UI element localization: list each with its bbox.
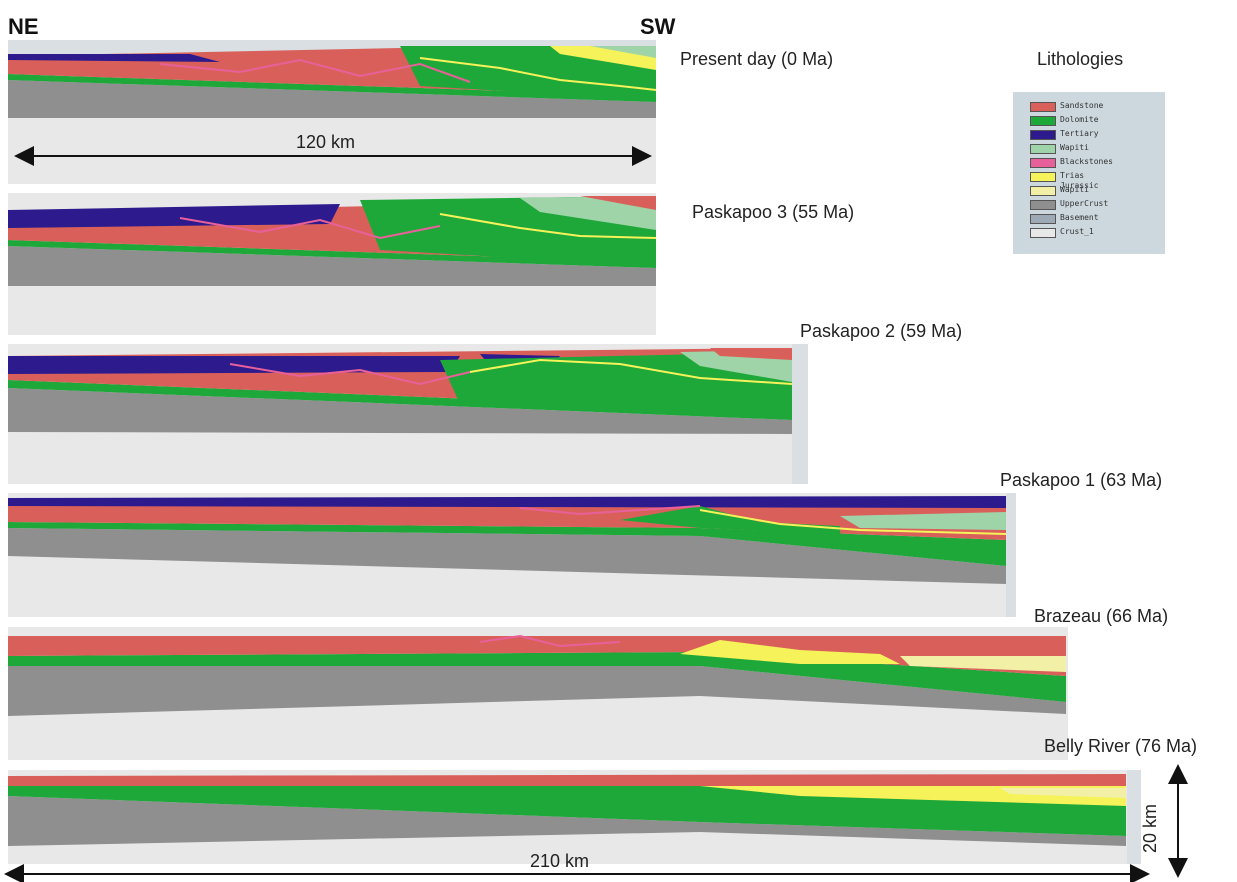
legend-swatch (1030, 214, 1056, 224)
legend-swatch (1030, 228, 1056, 238)
section-present-day (8, 40, 657, 184)
legend-label: Dolomite (1060, 115, 1099, 124)
legend-swatch (1030, 158, 1056, 168)
legend-label: Trias Jurassic (1060, 171, 1099, 190)
legend-swatch (1030, 130, 1056, 140)
legend-label: Sandstone (1060, 101, 1104, 110)
legend-title: Lithologies (1037, 49, 1124, 69)
legend-label: Basement (1060, 213, 1099, 222)
legend-swatch (1030, 116, 1056, 126)
legend-swatch (1030, 144, 1056, 154)
legend-swatch (1030, 172, 1056, 182)
section-brazeau (8, 627, 1068, 760)
legend-swatch (1030, 186, 1056, 196)
section-paskapoo-3 (8, 193, 657, 335)
legend-label: Crust_1 (1060, 227, 1094, 236)
legend-label: Wapiti (1060, 185, 1089, 194)
direction-sw-label: SW (640, 14, 676, 39)
label-paskapoo-2: Paskapoo 2 (59 Ma) (800, 321, 963, 341)
legend: Sandstone Dolomite Tertiary Wapiti Black… (1013, 92, 1165, 254)
scale-label-20km: 20 km (1140, 803, 1161, 854)
legend-label: Tertiary (1060, 129, 1099, 138)
label-paskapoo-1: Paskapoo 1 (63 Ma) (1000, 470, 1163, 490)
legend-label: Wapiti (1060, 143, 1089, 152)
scale-label-120km: 120 km (296, 132, 356, 152)
section-belly-river (8, 770, 1141, 864)
legend-swatch (1030, 102, 1056, 112)
label-paskapoo-3: Paskapoo 3 (55 Ma) (692, 202, 855, 222)
section-paskapoo-2 (8, 344, 808, 484)
label-belly-river: Belly River (76 Ma) (1044, 736, 1198, 756)
label-present-day: Present day (0 Ma) (680, 49, 834, 69)
direction-ne-label: NE (8, 14, 39, 39)
legend-swatch (1030, 200, 1056, 210)
section-paskapoo-1 (8, 493, 1016, 617)
legend-label: UpperCrust (1060, 199, 1109, 208)
label-brazeau: Brazeau (66 Ma) (1034, 606, 1169, 626)
legend-label: Blackstones (1060, 157, 1113, 166)
scale-label-210km: 210 km (530, 851, 590, 871)
